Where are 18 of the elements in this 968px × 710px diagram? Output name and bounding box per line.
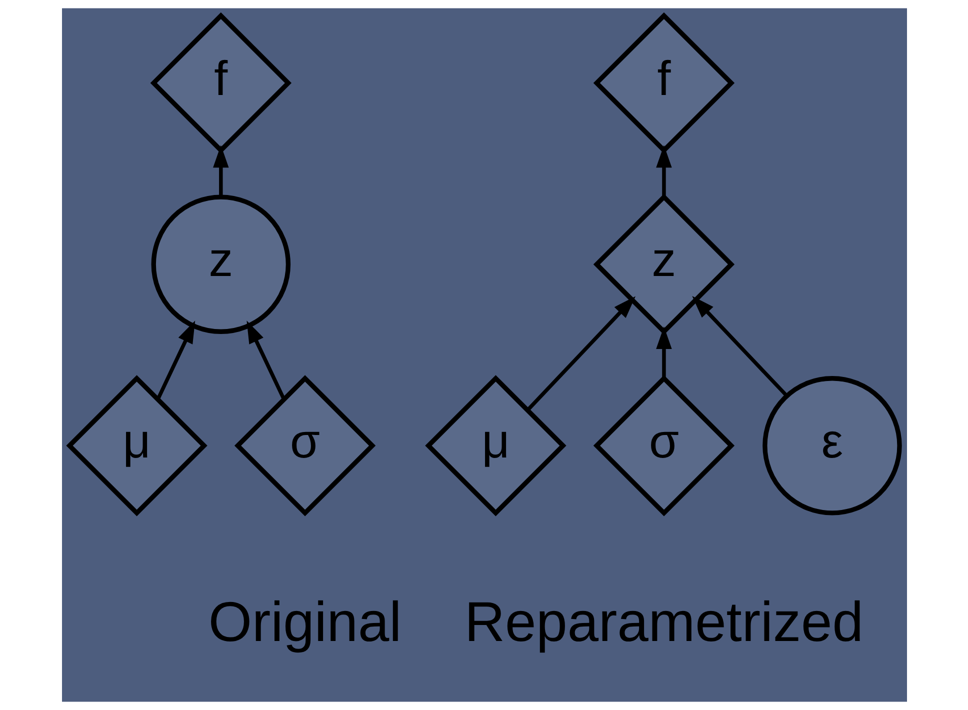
node-diamond: μ (66, 375, 207, 516)
node-circle: z (150, 194, 290, 334)
node-diamond: σ (234, 375, 376, 516)
arrow (156, 320, 195, 400)
arrow (246, 320, 285, 400)
arrow (656, 145, 672, 197)
label: Original (208, 590, 402, 654)
arrow (656, 326, 672, 378)
node-diamond: f (150, 12, 292, 154)
arrow (526, 296, 636, 411)
node-circle: ε (762, 376, 902, 516)
arrow (692, 296, 788, 397)
label: Reparametrized (464, 590, 863, 654)
arrow (212, 145, 228, 197)
node-diamond: σ (592, 375, 734, 516)
node-diamond: f (592, 12, 734, 154)
node-diamond: μ (424, 375, 566, 516)
node-diamond: z (592, 194, 734, 335)
